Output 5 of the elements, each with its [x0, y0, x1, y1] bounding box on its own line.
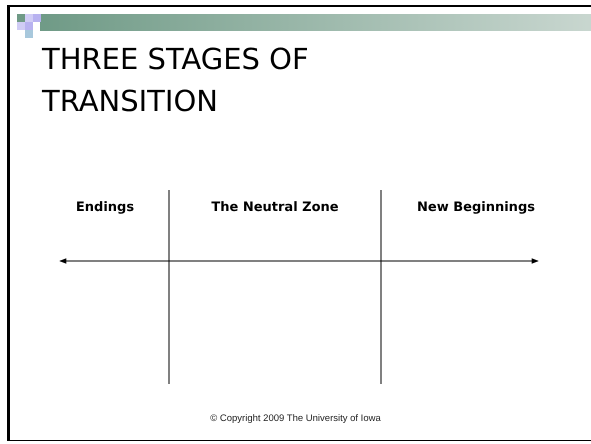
stage-label: Endings — [76, 200, 134, 215]
stage-label: New Beginnings — [417, 200, 535, 215]
slide-title: THREE STAGES OF TRANSITION — [42, 41, 310, 120]
copyright-note: © Copyright 2009 The University of Iowa — [210, 413, 381, 424]
stage-label: The Neutral Zone — [211, 200, 339, 215]
